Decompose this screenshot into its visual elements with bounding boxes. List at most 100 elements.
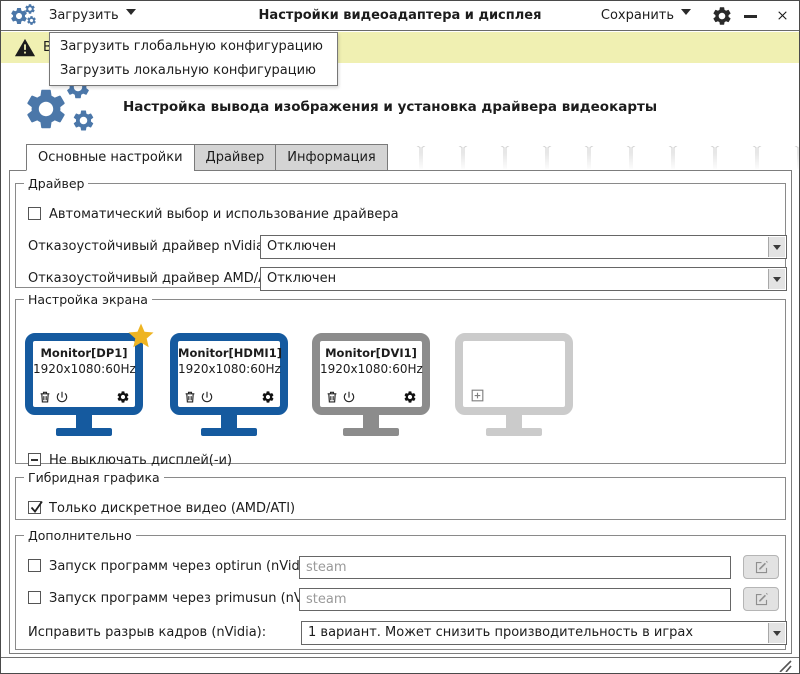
dropdown-arrow-icon[interactable] (768, 237, 785, 257)
nvidia-failsafe-select[interactable]: Отключен (260, 235, 787, 259)
gear-icon[interactable] (261, 390, 275, 404)
load-menu-button[interactable]: Загрузить (49, 1, 136, 31)
load-dropdown-menu: Загрузить глобальную конфигурацию Загруз… (49, 32, 338, 86)
driver-group: Драйвер Автоматический выбор и использов… (15, 176, 787, 291)
screen-setup-group: Настройка экрана Monitor[DP1] 1920x1080:… (15, 292, 786, 468)
gear-icon[interactable] (403, 390, 417, 404)
monitor-stand (363, 415, 379, 428)
monitor-frame: Monitor[DP1] 1920x1080:60Hz (25, 333, 143, 415)
monitor-name: Monitor[DVI1] (325, 346, 417, 360)
gear-icon[interactable] (116, 390, 130, 404)
menu-item-load-local-config[interactable]: Загрузить локальную конфигурацию (60, 63, 316, 78)
pencil-icon (754, 560, 769, 575)
monitor-name: Monitor[HDMI1] (178, 346, 282, 360)
monitor-base (201, 428, 257, 436)
warning-triangle-icon (14, 37, 36, 59)
monitor-stand (76, 415, 92, 428)
titlebar: Загрузить Настройки видеоадаптера и дисп… (1, 1, 799, 31)
driver-group-legend: Драйвер (28, 176, 85, 191)
nvidia-failsafe-value: Отключен (267, 239, 337, 254)
discrete-only-label: Только дискретное видео (AMD/ATI) (49, 501, 296, 516)
minimize-button[interactable] (741, 1, 761, 31)
primusun-input[interactable] (299, 588, 731, 611)
optirun-row: Запуск программ через optirun (nVidia): (28, 555, 321, 579)
extra-group: Дополнительно Запуск программ через opti… (15, 528, 787, 650)
close-button[interactable] (771, 1, 793, 31)
status-bar (1, 657, 799, 673)
dropdown-arrow-icon[interactable] (768, 623, 785, 643)
optirun-checkbox[interactable] (28, 559, 41, 572)
monitor-resolution: 1920x1080:60Hz (178, 362, 281, 376)
monitor-card-dvi1[interactable]: Monitor[DVI1] 1920x1080:60Hz (312, 333, 430, 436)
monitor-name: Monitor[DP1] (40, 346, 128, 360)
power-icon[interactable] (55, 390, 69, 404)
auto-driver-row: Автоматический выбор и использование дра… (28, 203, 399, 227)
discrete-only-row: Только дискретное видео (AMD/ATI) (28, 497, 295, 521)
plus-icon[interactable] (470, 388, 485, 403)
monitor-resolution: 1920x1080:60Hz (33, 362, 136, 376)
keep-display-on-row: Не выключать дисплей(-и) (28, 449, 232, 473)
monitor-card-empty-slot[interactable] (455, 333, 573, 436)
dropdown-arrow-icon[interactable] (768, 269, 785, 289)
amd-failsafe-select[interactable]: Отключен (260, 267, 787, 291)
app-gears-icon (9, 4, 43, 28)
tearing-select[interactable]: 1 вариант. Может снизить производительно… (301, 621, 787, 645)
check-icon (29, 500, 43, 514)
save-menu-button[interactable]: Сохранить (601, 1, 691, 31)
power-icon[interactable] (200, 390, 214, 404)
monitor-frame: Monitor[HDMI1] 1920x1080:60Hz (170, 333, 288, 415)
power-icon[interactable] (342, 390, 356, 404)
extra-group-legend: Дополнительно (28, 528, 132, 543)
screen-setup-legend: Настройка экрана (28, 292, 148, 307)
monitor-frame (455, 333, 573, 415)
optirun-input[interactable] (299, 556, 731, 579)
amd-failsafe-value: Отключен (267, 271, 337, 286)
primary-star-icon (126, 321, 156, 351)
auto-driver-checkbox[interactable] (28, 207, 41, 220)
discrete-only-checkbox[interactable] (28, 501, 41, 514)
load-menu-label: Загрузить (49, 8, 119, 23)
hybrid-graphics-group: Гибридная графика Только дискретное виде… (15, 470, 786, 520)
tearing-value: 1 вариант. Может снизить производительно… (308, 625, 694, 640)
hybrid-graphics-legend: Гибридная графика (28, 470, 160, 485)
resize-grip-icon[interactable] (775, 660, 793, 672)
keep-display-on-label: Не выключать дисплей(-и) (49, 453, 233, 468)
monitor-frame: Monitor[DVI1] 1920x1080:60Hz (312, 333, 430, 415)
monitor-base (486, 428, 542, 436)
monitor-card-dp1[interactable]: Monitor[DP1] 1920x1080:60Hz (25, 333, 143, 436)
caret-down-icon (125, 9, 136, 20)
primusun-edit-button[interactable] (743, 587, 779, 611)
monitor-resolution: 1920x1080:60Hz (320, 362, 423, 376)
monitor-stand (506, 415, 522, 428)
tab-main-settings[interactable]: Основные настройки (26, 144, 195, 171)
tab-bar: Основные настройки Драйвер Информация (26, 144, 388, 171)
nvidia-failsafe-row: Отказоустойчивый драйвер nVidia: (28, 235, 268, 259)
pencil-icon (754, 592, 769, 607)
primusun-label: Запуск программ через primusun (nVidia): (49, 591, 336, 606)
primusun-checkbox[interactable] (28, 591, 41, 604)
nvidia-failsafe-label: Отказоустойчивый драйвер nVidia: (28, 239, 269, 254)
tab-information[interactable]: Информация (275, 144, 388, 171)
trash-icon[interactable] (38, 390, 52, 404)
amd-failsafe-row: Отказоустойчивый драйвер AMD/ATI: (28, 267, 282, 291)
monitor-base (56, 428, 112, 436)
tab-page-main-settings: Драйвер Автоматический выбор и использов… (9, 170, 792, 654)
menu-item-load-global-config[interactable]: Загрузить глобальную конфигурацию (60, 39, 323, 54)
tearing-label: Исправить разрыв кадров (nVidia): (28, 625, 267, 640)
optirun-edit-button[interactable] (743, 555, 779, 579)
tab-driver[interactable]: Драйвер (193, 144, 277, 171)
save-menu-label: Сохранить (600, 8, 674, 23)
keep-display-on-checkbox[interactable] (28, 453, 41, 466)
settings-gear-button[interactable] (711, 5, 733, 27)
monitor-card-hdmi1[interactable]: Monitor[HDMI1] 1920x1080:60Hz (170, 333, 288, 436)
optirun-label: Запуск программ через optirun (nVidia): (49, 559, 321, 574)
amd-failsafe-label: Отказоустойчивый драйвер AMD/ATI: (28, 271, 283, 286)
monitor-base (343, 428, 399, 436)
trash-icon[interactable] (325, 390, 339, 404)
trash-icon[interactable] (183, 390, 197, 404)
auto-driver-label: Автоматический выбор и использование дра… (49, 207, 399, 222)
tearing-row: Исправить разрыв кадров (nVidia): (28, 621, 266, 645)
caret-down-icon (681, 9, 691, 20)
monitor-stand (221, 415, 237, 428)
banner-title: Настройка вывода изображения и установка… (123, 99, 658, 115)
